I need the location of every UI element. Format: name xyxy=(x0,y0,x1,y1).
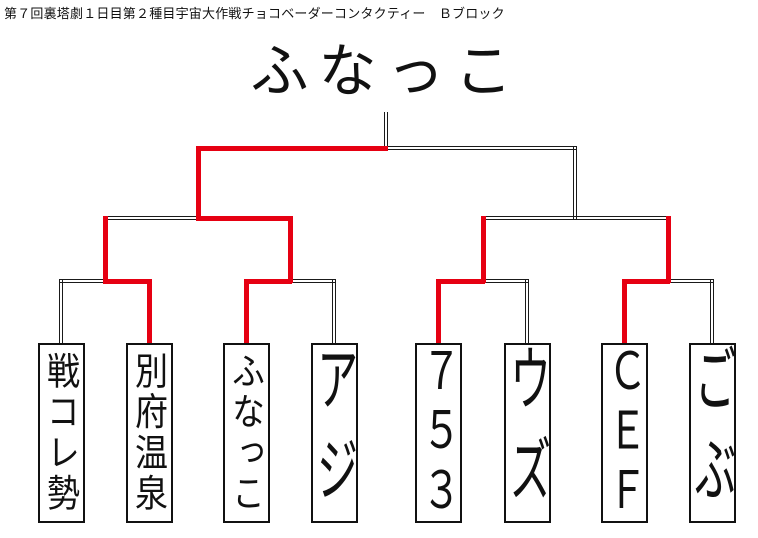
winner-path-line xyxy=(195,146,201,220)
participant-box-6: ウズ xyxy=(503,342,552,524)
winner-path-line xyxy=(436,279,441,347)
bracket-line xyxy=(59,279,107,283)
bracket-line xyxy=(288,279,336,283)
bracket-line xyxy=(525,279,529,347)
winner-path-line xyxy=(480,216,486,283)
bracket-line xyxy=(59,279,63,347)
winner-path-line xyxy=(436,279,485,284)
bracket-line xyxy=(666,279,714,283)
winner-path-line xyxy=(244,279,249,347)
participant-box-2: 別府温泉 xyxy=(125,343,173,523)
participant-name-7: ＣＥＦ xyxy=(601,343,647,523)
bracket-line xyxy=(332,279,336,347)
bracket-line xyxy=(384,112,389,150)
participant-name-6: ウズ xyxy=(503,342,552,524)
winner-path-line xyxy=(147,279,152,347)
winner-path-line xyxy=(622,279,627,347)
bracket-line xyxy=(573,146,578,220)
winner-path-line xyxy=(195,146,389,151)
participant-name-4: アジ xyxy=(310,342,359,524)
bracket-line xyxy=(480,216,670,220)
bracket-line xyxy=(103,216,200,220)
participant-box-5: ７５３ xyxy=(414,343,462,523)
winner-path-line xyxy=(622,279,670,284)
participant-box-3: ふなっこ xyxy=(222,343,270,523)
bracket-line xyxy=(384,146,578,150)
winner-path-line xyxy=(103,279,151,284)
participant-name-5: ７５３ xyxy=(415,343,461,523)
bracket-line xyxy=(480,279,529,283)
bracket-title: 第７回裏塔劇１日目第２種目宇宙大作戦チョコベーダーコンタクティー Ｂブロック xyxy=(4,7,505,22)
participant-name-8: ごぶ xyxy=(688,342,737,524)
participant-box-8: ごぶ xyxy=(688,342,737,524)
bracket-line xyxy=(710,279,714,347)
winner-path-line xyxy=(666,216,671,283)
participant-box-7: ＣＥＦ xyxy=(600,343,648,523)
winner-path-line xyxy=(195,216,292,221)
winner-path-line xyxy=(103,216,108,283)
participant-name-3: ふなっこ xyxy=(226,351,266,515)
participant-box-1: 戦コレ勢 xyxy=(37,343,85,523)
winner-path-line xyxy=(244,279,292,284)
participant-box-4: アジ xyxy=(310,342,359,524)
winner-path-line xyxy=(288,216,293,283)
champion-name: ふなっこ xyxy=(250,37,523,105)
participant-name-1: 戦コレ勢 xyxy=(41,351,81,515)
participant-name-2: 別府温泉 xyxy=(129,351,169,515)
